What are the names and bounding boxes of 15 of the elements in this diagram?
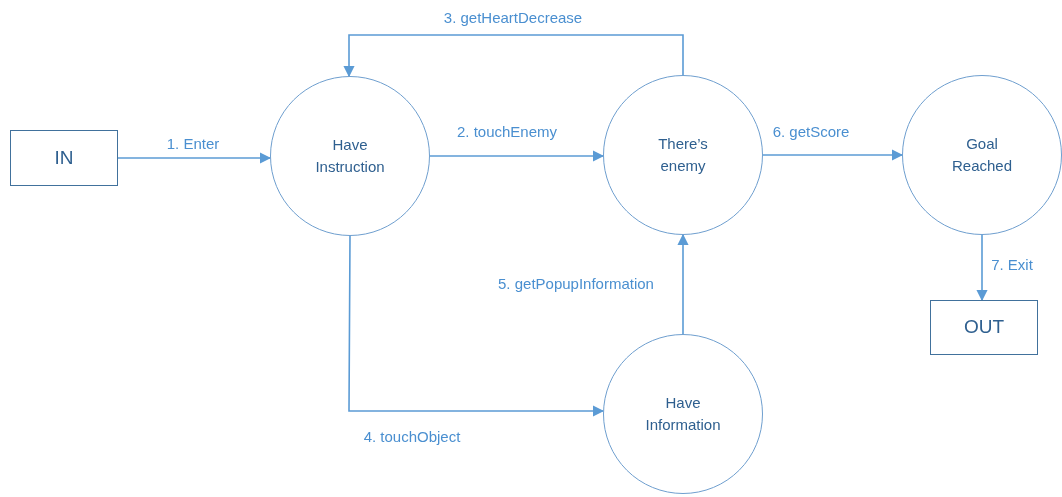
arrow: [429, 150, 605, 162]
node-label: Goal Reached: [950, 133, 1013, 176]
arrow: [343, 34, 684, 78]
arrow: [762, 149, 904, 161]
node-label: Have Information: [644, 392, 722, 435]
arrow: [117, 152, 272, 164]
terminal-box: [930, 300, 1038, 355]
terminal-box: [10, 130, 118, 186]
arrow: [348, 235, 605, 417]
arrow: [976, 234, 988, 302]
node-label: Have Instruction: [314, 134, 386, 177]
node-label: There’s enemy: [657, 133, 709, 176]
arrow: [677, 233, 689, 335]
node-label: IN: [54, 145, 74, 170]
node-label: OUT: [963, 315, 1005, 340]
